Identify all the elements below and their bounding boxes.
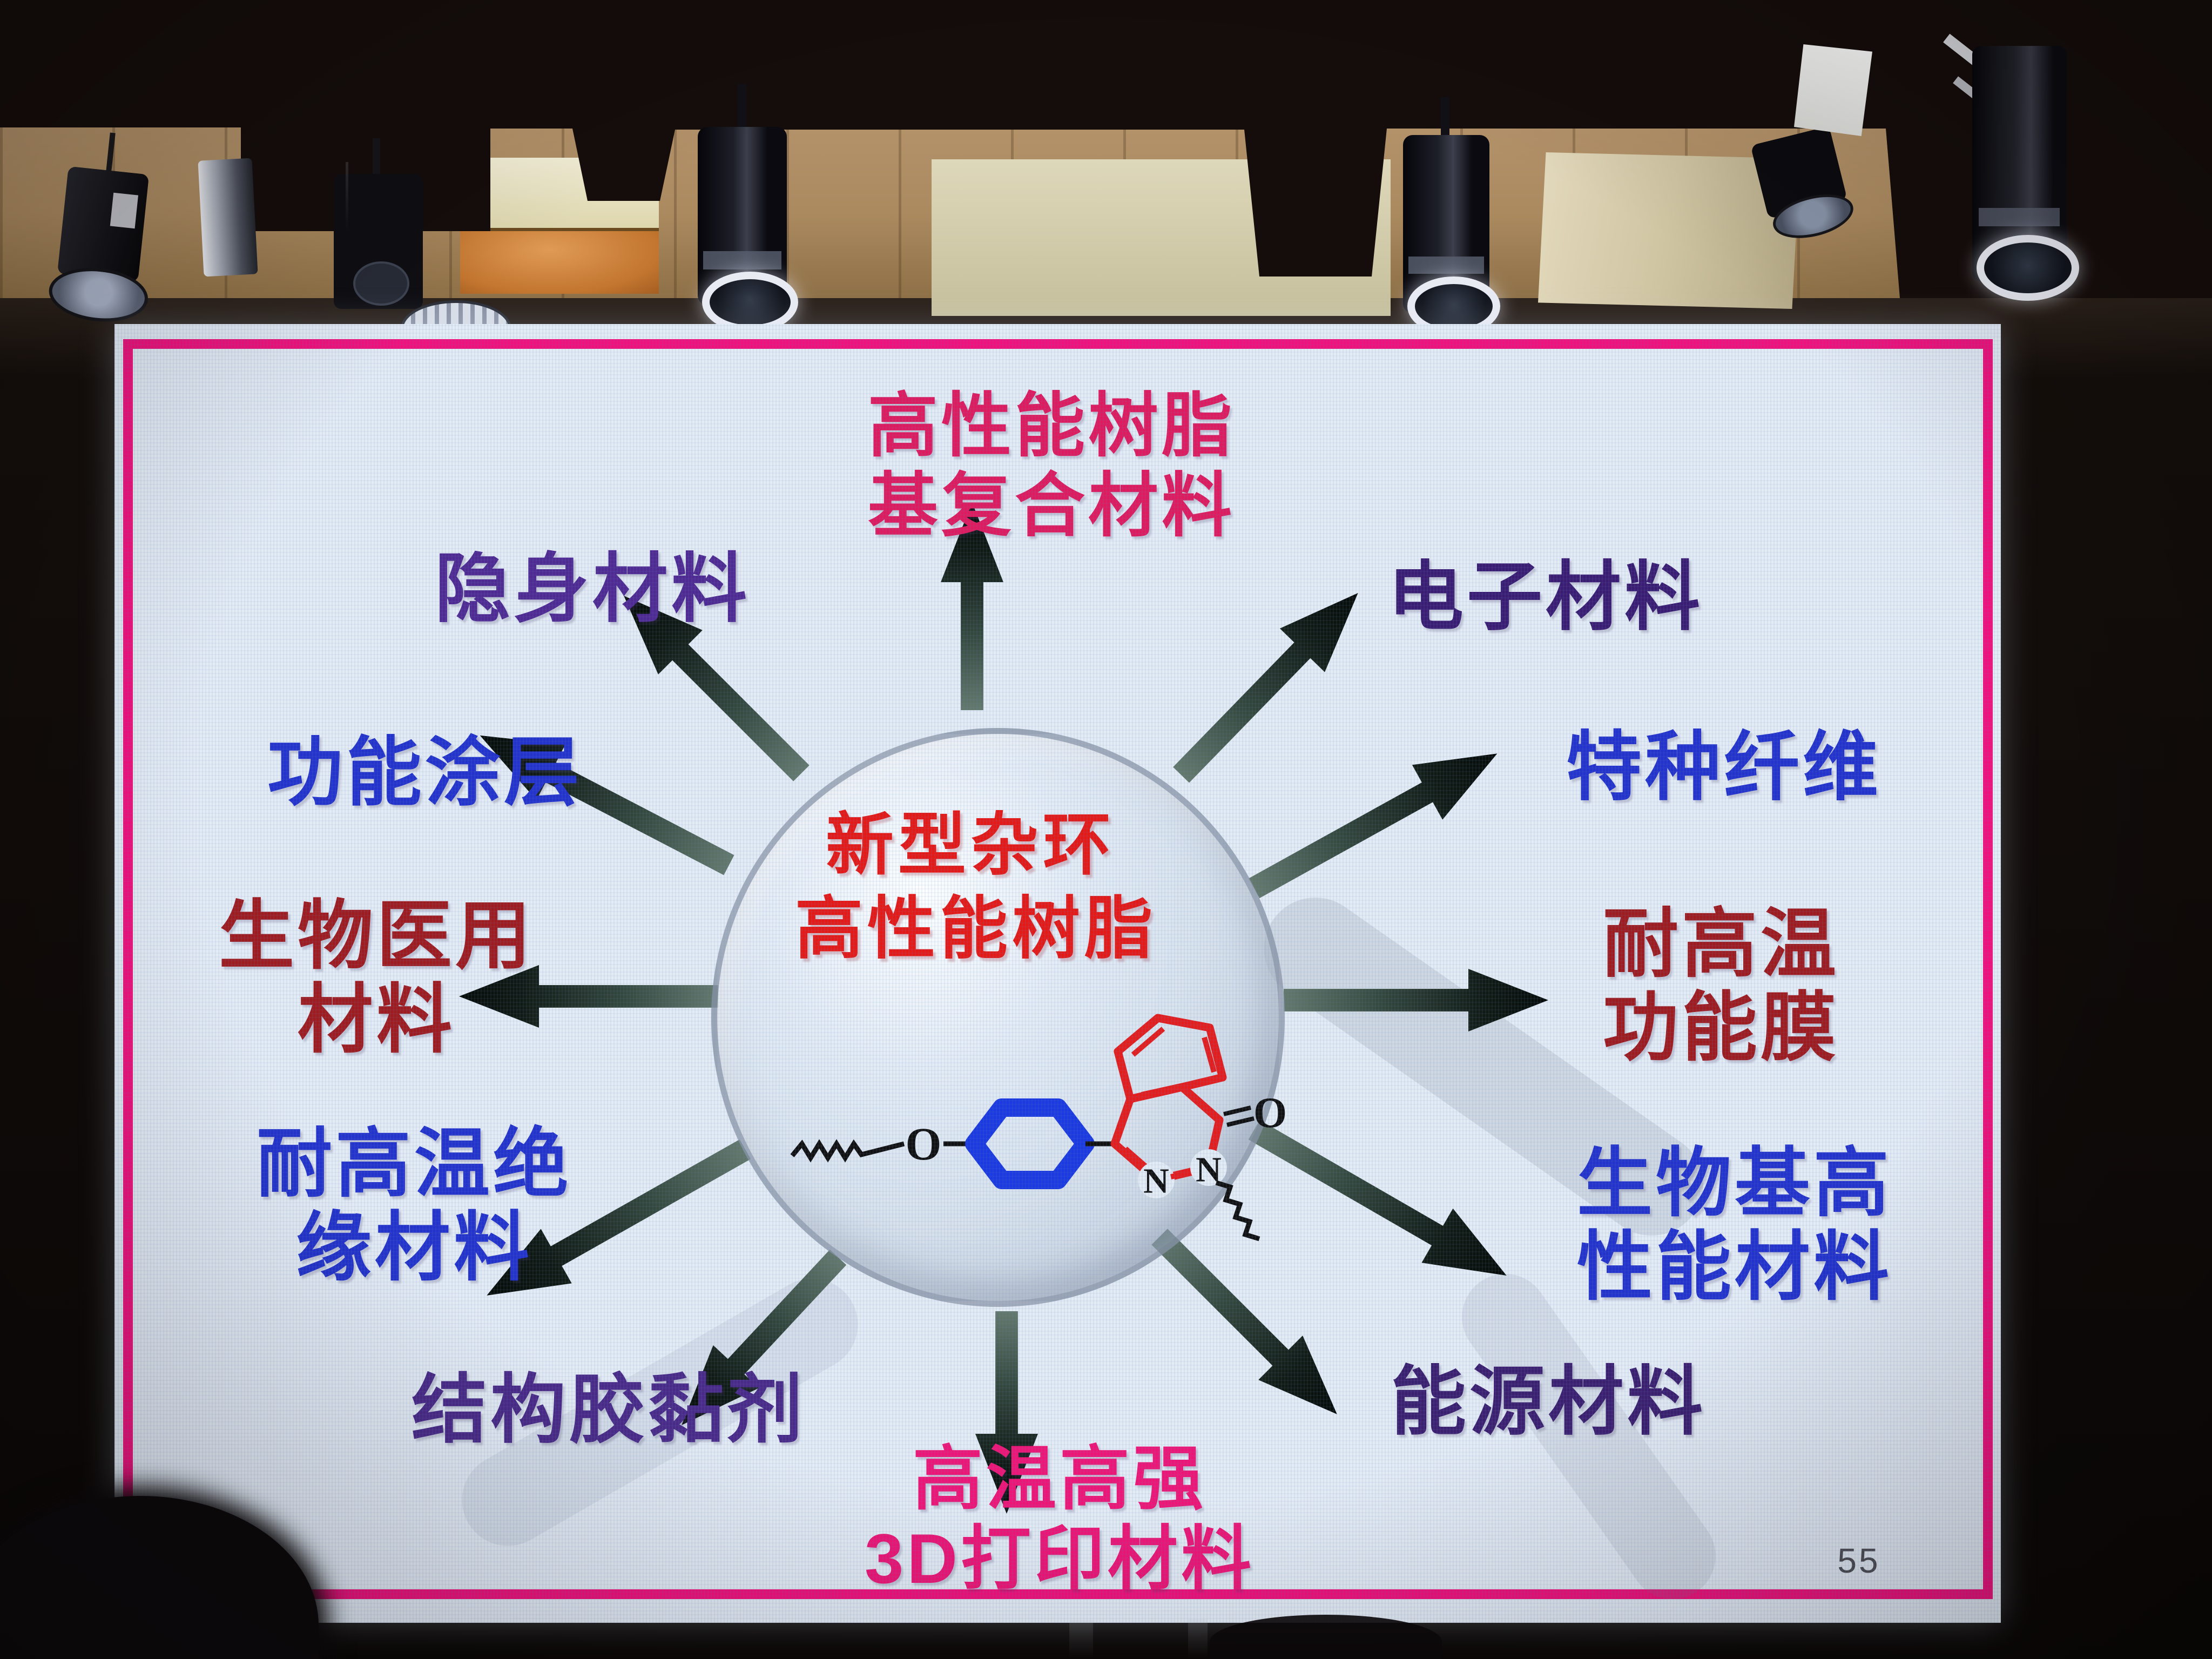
page-number: 55: [1837, 1541, 1880, 1580]
stage-light-par-left: [37, 132, 168, 327]
screen-light-spill: [1188, 1619, 1208, 1659]
label-specialty-fibers: 特种纤维: [1566, 724, 1882, 810]
stage-light-metallic: [198, 158, 258, 277]
label-high-temp-insulation: 耐高温绝 缘材料: [256, 1121, 572, 1290]
label-biomedical-materials: 生物医用 材料: [218, 893, 535, 1062]
hub-bubble: [711, 728, 1285, 1307]
oxygen-atom-left: O: [906, 1118, 942, 1170]
benzene-ring: [965, 1098, 1095, 1189]
polymer-squiggle-right: [1215, 1180, 1260, 1242]
wall-panel-right: [1538, 152, 1800, 309]
benzo-ring: [1114, 1014, 1227, 1103]
label-functional-coatings: 功能涂层: [267, 730, 583, 815]
polymer-squiggle-left: [790, 1139, 905, 1163]
stage-light-fresnel: [334, 138, 423, 309]
audience-silhouette-center: [1210, 1615, 1442, 1659]
label-high-temp-functional-membrane: 耐高温 功能膜: [1602, 901, 1840, 1070]
label-bio-based-high-performance: 生物基高 性能材料: [1576, 1141, 1893, 1309]
label-3d-printing-materials: 高温高强 3D打印材料: [864, 1439, 1255, 1598]
label-structural-adhesives: 结构胶黏剂: [411, 1367, 806, 1452]
chemical-structure: O O N N: [790, 1014, 1287, 1242]
hub-title-line1: 新型杂环: [826, 807, 1115, 883]
stage-light-moving-head-right: [1943, 33, 2083, 305]
oxygen-atom-right: O: [1253, 1089, 1287, 1137]
screen-light-spill: [1069, 1620, 1093, 1659]
label-resin-composites: 高性能树脂 基复合材料: [867, 386, 1236, 545]
white-flag: [1794, 44, 1872, 136]
hub-title-line2: 高性能树脂: [795, 891, 1157, 967]
stage-light-moving-head-center: [1403, 97, 1500, 336]
nitrogen-atom-left: N: [1143, 1162, 1169, 1201]
stage-light-moving-head-left: [698, 84, 798, 333]
slide-border: [123, 339, 1993, 1599]
label-stealth-materials: 隐身材料: [434, 546, 751, 631]
hanging-cable-highlight: [346, 162, 348, 232]
label-energy-materials: 能源材料: [1390, 1359, 1707, 1444]
projection-screen: 新型杂环 高性能树脂 O O N N 高性能树脂: [114, 324, 2001, 1623]
label-electronic-materials: 电子材料: [1387, 554, 1704, 639]
stage-curtain: [0, 0, 2212, 298]
lit-panel: [460, 158, 659, 294]
